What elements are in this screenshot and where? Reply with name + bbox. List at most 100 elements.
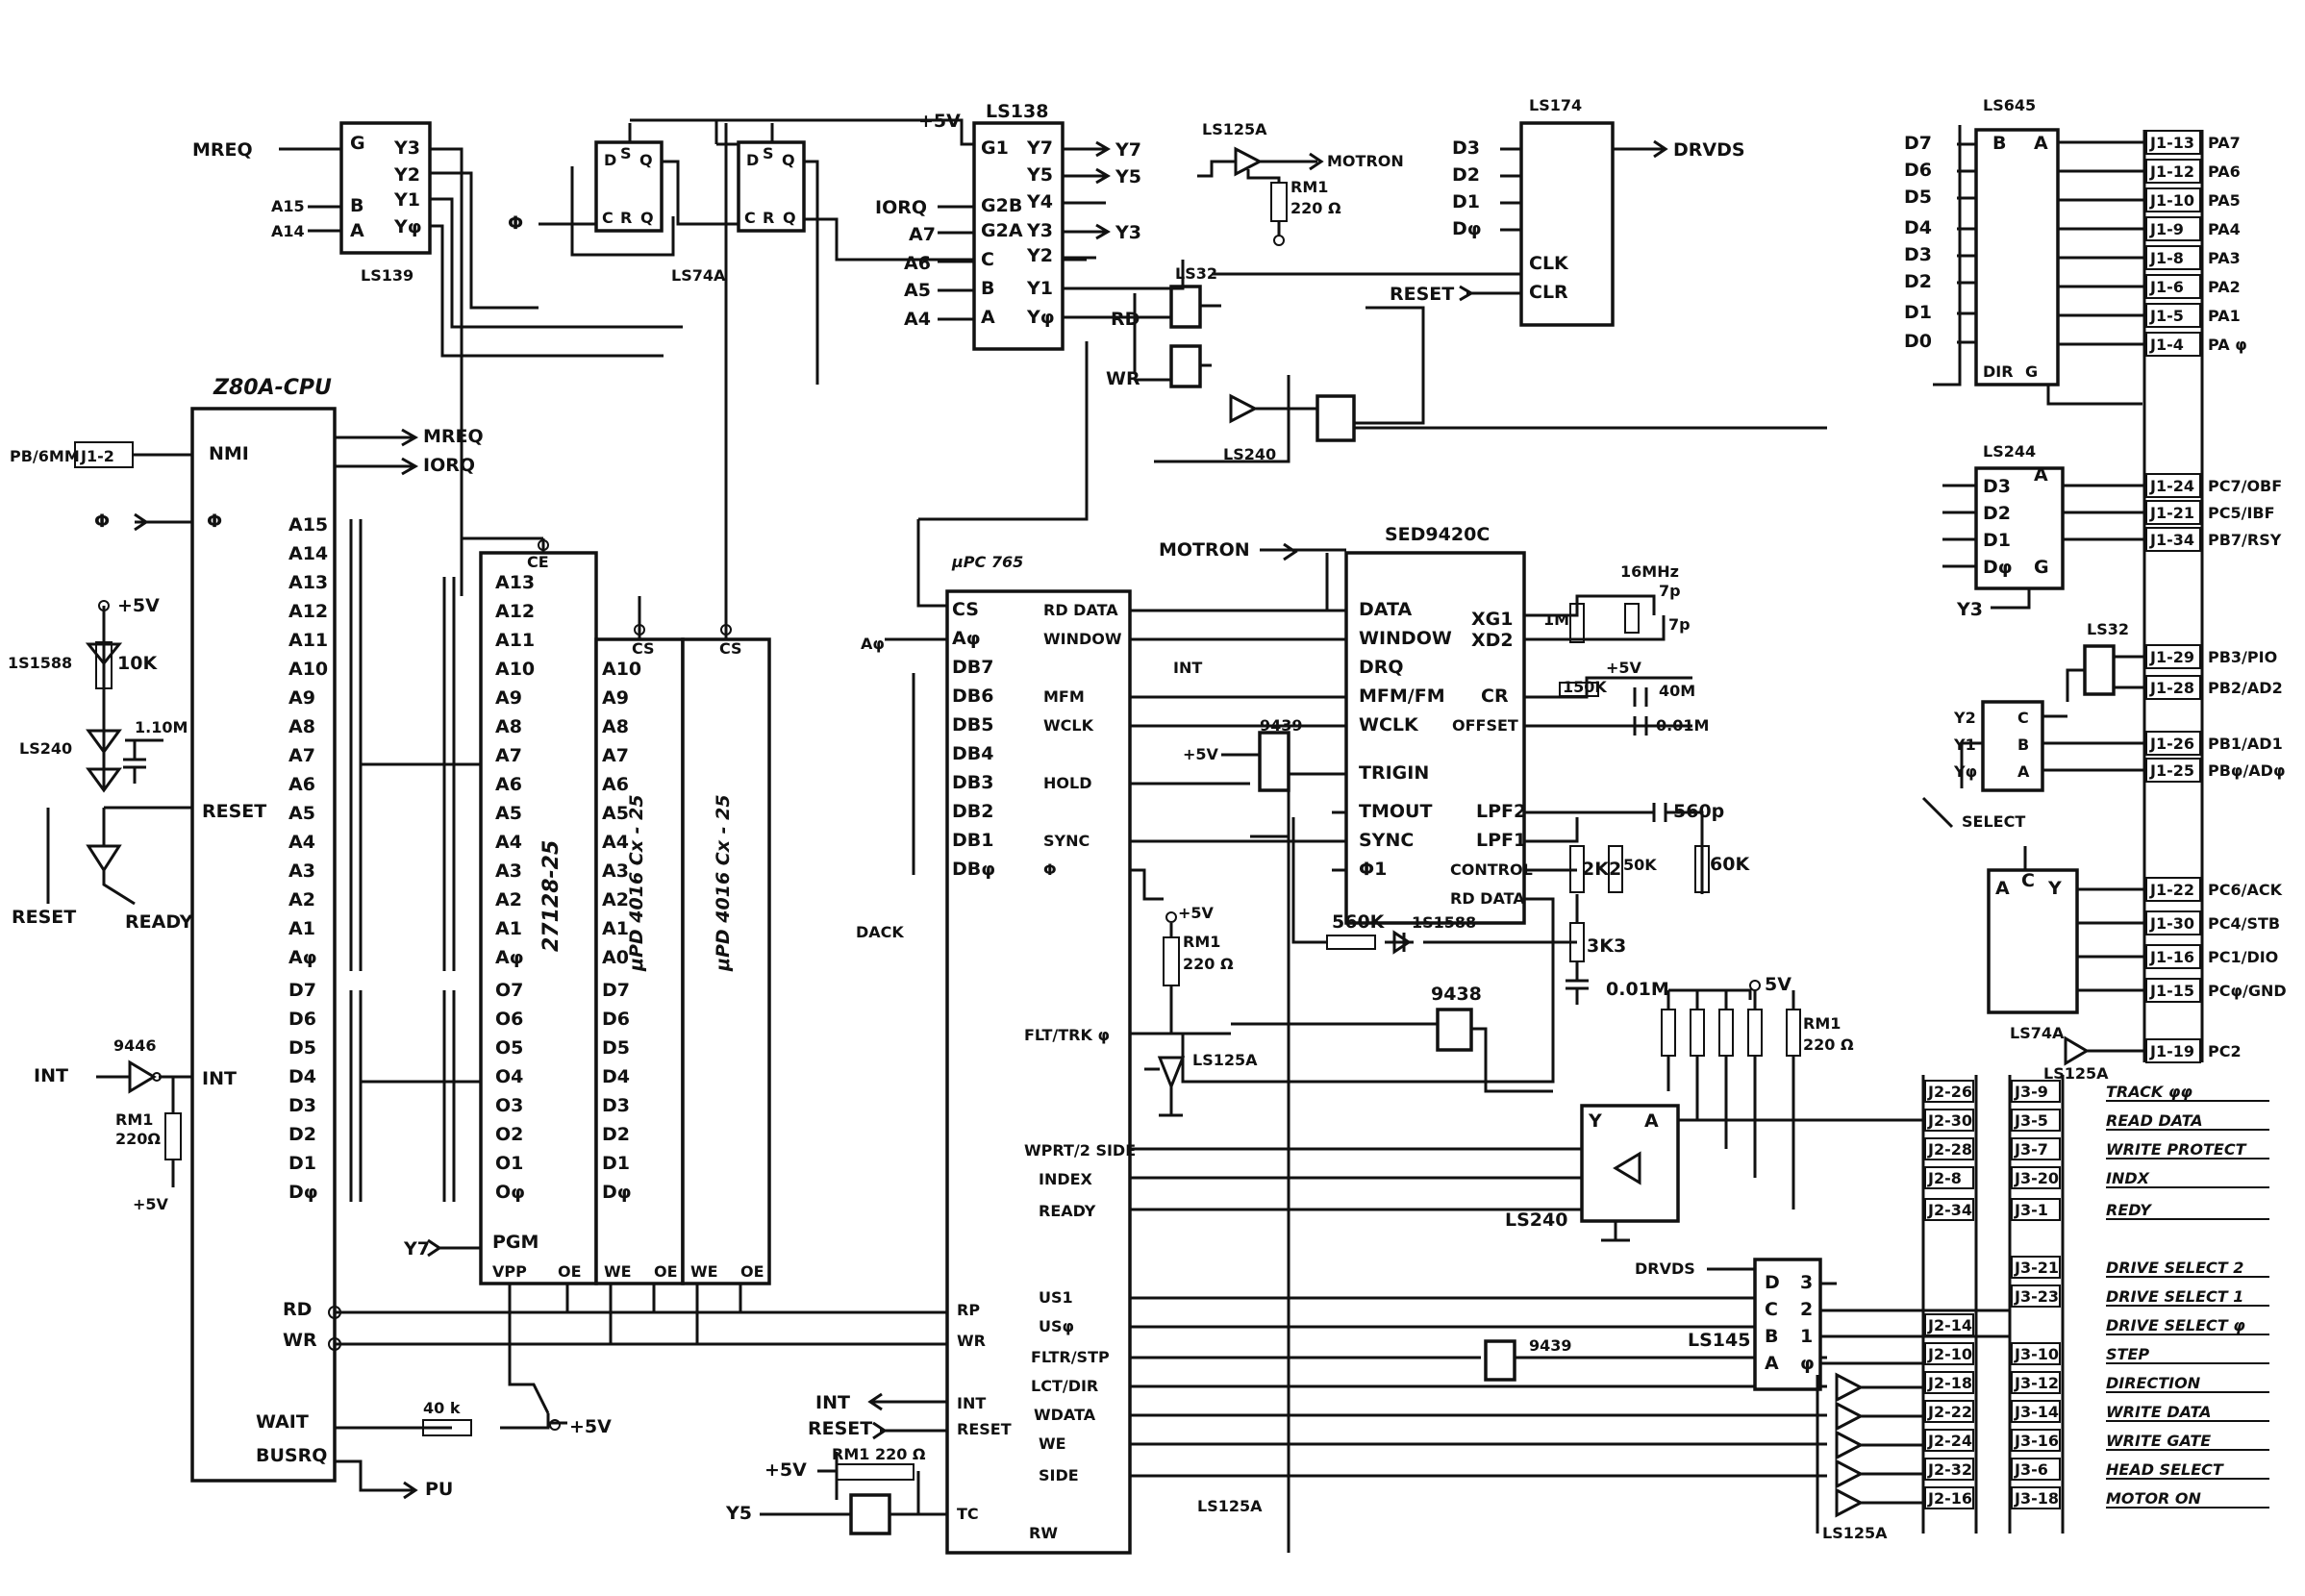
svg-text:INT: INT (1173, 659, 1202, 677)
sed-right-pins: XG1 XD2 CR OFFSET LPF2 LPF1 CONTROL RD D… (1450, 609, 1533, 908)
svg-text:D3: D3 (1452, 137, 1480, 159)
j3-pin-box (2011, 1458, 2061, 1481)
svg-text:A: A (2017, 762, 2030, 781)
j2-pin-box (1924, 1080, 1974, 1103)
svg-text:CS: CS (952, 599, 979, 620)
j3-pin-label: J3-5 (2014, 1111, 2048, 1130)
j1-signal-label: PA4 (2208, 220, 2241, 238)
cpu-address-bus (349, 519, 363, 1202)
svg-text:LS139: LS139 (361, 266, 413, 285)
svg-text:A8: A8 (495, 716, 522, 737)
j1-signal-label: PCφ/GND (2208, 982, 2287, 1000)
svg-text:INT: INT (815, 1392, 850, 1413)
ls244-chip: LS244 D3 D2 D1 Dφ A G Y3 (1942, 442, 2144, 620)
gate-9439-a: 9439 +5V (1183, 716, 1346, 792)
ram2-chip: CS WE OE μPD 4016 Cx - 25 (681, 123, 771, 1285)
svg-text:5V: 5V (1765, 974, 1791, 995)
svg-text:WR: WR (1106, 368, 1140, 389)
gate-9438: 9438 (1231, 984, 1553, 1093)
ls240-mid: Y A LS240 (1505, 1104, 1923, 1242)
j1-signal-label: PC4/STB (2208, 914, 2280, 933)
svg-text:A8: A8 (288, 716, 315, 737)
svg-text:SELECT: SELECT (1962, 812, 2025, 831)
svg-text:A9: A9 (288, 687, 315, 709)
j1-pin-box (2145, 758, 2201, 783)
svg-text:OE: OE (654, 1262, 678, 1281)
ls125a-mid: +5V RM1 220 Ω LS125A (1144, 904, 1258, 1117)
svg-text:Q: Q (640, 209, 654, 227)
ls138-chip: G1 G2B G2A C B A Y7 Y5 Y4 Y3 Y2 Y1 Yφ LS… (875, 101, 1141, 351)
svg-text:G: G (2034, 557, 2049, 578)
svg-text:Y3: Y3 (1026, 220, 1053, 241)
svg-text:A4: A4 (602, 832, 629, 853)
svg-text:R: R (763, 209, 774, 227)
cpu-name: Z80A-CPU (213, 376, 332, 400)
j2-pin-box (1924, 1486, 1974, 1509)
svg-text:D2: D2 (1983, 503, 2011, 524)
svg-text:WE: WE (604, 1262, 632, 1281)
svg-text:D2: D2 (288, 1124, 316, 1145)
j3-pin-label: J3-6 (2014, 1460, 2048, 1479)
ls125a-right: LS125A (2043, 1035, 2144, 1083)
svg-text:A15: A15 (271, 197, 305, 215)
svg-text:A14: A14 (288, 543, 328, 564)
j1-pin-box (2145, 216, 2201, 241)
svg-text:LS125A: LS125A (1197, 1497, 1263, 1515)
svg-text:RM1: RM1 (1803, 1014, 1841, 1033)
svg-text:B: B (1765, 1326, 1778, 1347)
svg-text:C: C (744, 209, 756, 227)
svg-text:D2: D2 (1452, 164, 1480, 186)
svg-text:Aφ: Aφ (495, 947, 524, 968)
tc-network: +5V RM1 220 Ω Y5 (725, 1445, 947, 1535)
j2-pin-box (1924, 1458, 1974, 1481)
svg-text:D3: D3 (602, 1095, 630, 1116)
svg-text:D4: D4 (602, 1066, 630, 1087)
svg-text:WR: WR (957, 1332, 986, 1350)
j1-pin-box (2145, 644, 2201, 669)
svg-text:Y: Y (1588, 1110, 1602, 1132)
svg-text:B: B (1992, 133, 2006, 154)
j2-pin-label: J2-16 (1927, 1489, 1972, 1508)
j1-pin-label: J1-34 (2149, 531, 2194, 549)
svg-text:D1: D1 (1904, 302, 1932, 323)
svg-text:SIDE: SIDE (1039, 1466, 1079, 1484)
svg-text:IORQ: IORQ (875, 197, 927, 218)
svg-text:A7: A7 (909, 224, 936, 245)
svg-text:CONTROL: CONTROL (1450, 860, 1533, 879)
svg-text:D: D (1765, 1272, 1780, 1293)
svg-text:A1: A1 (288, 918, 315, 939)
svg-text:RM1: RM1 (1183, 933, 1220, 951)
svg-text:C: C (1765, 1299, 1778, 1320)
svg-text:2K2: 2K2 (1582, 859, 1621, 880)
svg-text:MOTRON: MOTRON (1327, 152, 1404, 170)
j3-pin-label: J3-18 (2014, 1489, 2059, 1508)
svg-text:WAIT: WAIT (256, 1411, 309, 1433)
svg-text:PU: PU (425, 1479, 453, 1500)
j1-pin-box (2145, 944, 2201, 969)
j1-pin-label: J1-10 (2149, 191, 2194, 210)
ls74-chip: D S Q C R Q D S Q C R Q LS74A Φ (508, 118, 1087, 385)
svg-text:BUSRQ: BUSRQ (256, 1445, 327, 1466)
svg-text:A: A (981, 307, 995, 328)
svg-text:Y4: Y4 (1026, 191, 1053, 212)
j1-pin-box (2145, 877, 2201, 902)
svg-text:7p: 7p (1659, 582, 1681, 600)
j2-pin-box (1924, 1137, 1974, 1160)
svg-text:A8: A8 (602, 716, 629, 737)
svg-text:DBφ: DBφ (952, 859, 995, 880)
svg-text:A5: A5 (495, 803, 522, 824)
j3-pin-label: J3-20 (2014, 1169, 2059, 1187)
j1-pin-box (2145, 130, 2201, 155)
drive-signal-label: WRITE PROTECT (2106, 1140, 2247, 1159)
svg-text:O2: O2 (495, 1124, 523, 1145)
svg-text:G2A: G2A (981, 220, 1023, 241)
svg-text:D6: D6 (602, 1009, 630, 1030)
svg-text:Φ: Φ (94, 511, 110, 532)
svg-text:READY: READY (1039, 1202, 1096, 1220)
svg-text:C: C (602, 209, 614, 227)
svg-text:A: A (1995, 878, 2010, 899)
svg-text:USφ: USφ (1039, 1317, 1074, 1335)
svg-text:Y3: Y3 (393, 137, 420, 159)
svg-text:40M: 40M (1659, 682, 1695, 700)
